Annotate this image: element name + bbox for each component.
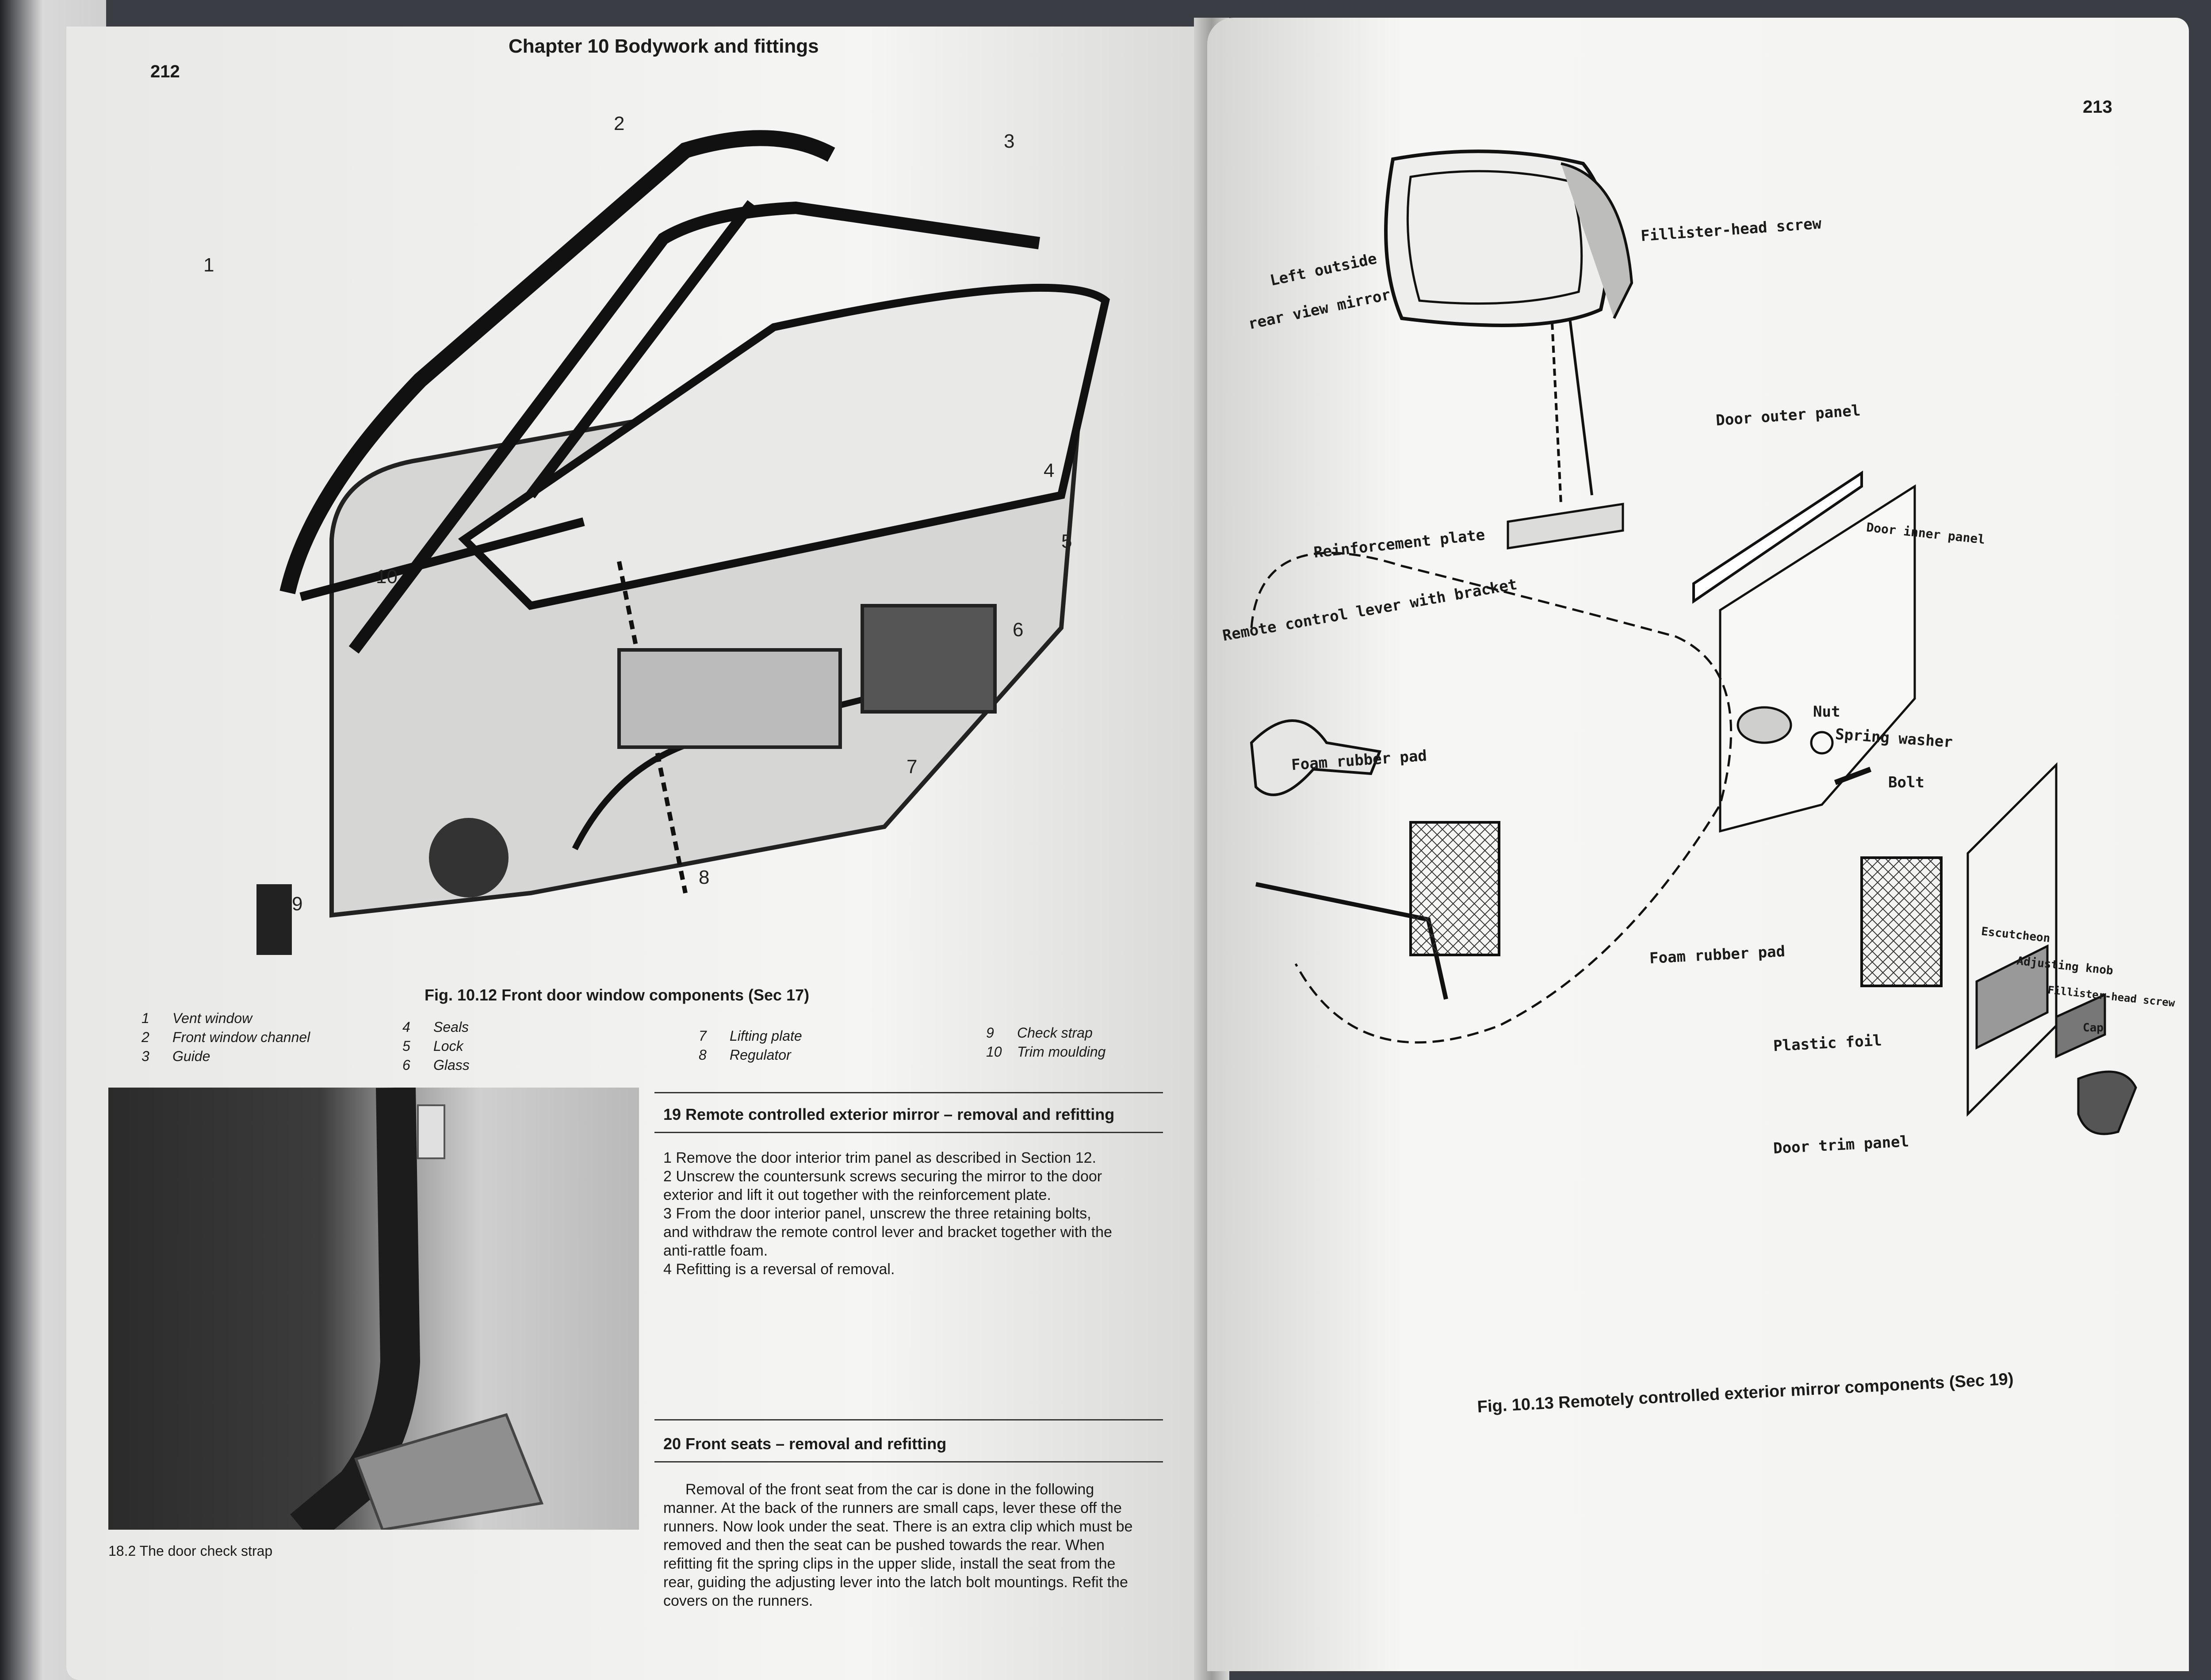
callout-4: 4 (1044, 460, 1055, 481)
exterior-mirror-exploded-diagram (1250, 149, 2137, 1135)
section-19-line: exterior and lift it out together with t… (663, 1187, 1051, 1203)
chapter-header: Chapter 10 Bodywork and fittings (509, 35, 819, 57)
door-check-strap-photo (108, 1087, 639, 1545)
callout-7: 7 (907, 756, 918, 778)
left-page: 212 Chapter 10 Bodywork and fittings 1 2… (66, 27, 1212, 1680)
callout-6: 6 (1013, 619, 1024, 641)
section-20-title: 20 Front seats – removal and refitting (663, 1435, 947, 1453)
callout-1: 1 (203, 254, 214, 276)
section-20-line: rear, guiding the adjusting lever into t… (663, 1574, 1128, 1591)
label-cap: Cap (2083, 1021, 2104, 1035)
section-20-line: covers on the runners. (663, 1592, 813, 1609)
section-rule (654, 1461, 1163, 1462)
page-number-left: 212 (150, 62, 180, 81)
section-rule (654, 1419, 1163, 1420)
photo-caption: 18.2 The door check strap (108, 1543, 273, 1559)
page-number-right: 213 (2083, 97, 2112, 117)
section-19-line: anti-rattle foam. (663, 1242, 768, 1259)
section-19-title: 19 Remote controlled exterior mirror – r… (663, 1105, 1115, 1123)
section-20-line: removed and then the seat can be pushed … (663, 1537, 1105, 1554)
photo-illustration (290, 1087, 544, 1545)
section-20-line: refitting fit the spring clips in the up… (663, 1555, 1116, 1572)
figure-caption-10-13: Fig. 10.13 Remotely controlled exterior … (1477, 1370, 2014, 1417)
callout-9: 9 (292, 893, 303, 915)
label-bolt: Bolt (1888, 774, 1924, 791)
section-19-line: 3 From the door interior panel, unscrew … (663, 1205, 1091, 1222)
section-19-line: and withdraw the remote control lever an… (663, 1224, 1112, 1241)
section-19-line: 1 Remove the door interior trim panel as… (663, 1149, 1096, 1166)
callout-3: 3 (1004, 130, 1015, 152)
section-rule (654, 1132, 1163, 1133)
callout-5: 5 (1061, 531, 1072, 552)
section-rule (654, 1092, 1163, 1093)
callout-8: 8 (699, 867, 710, 888)
callout-2: 2 (614, 113, 625, 134)
section-19-line: 2 Unscrew the countersunk screws securin… (663, 1168, 1102, 1185)
section-19-line: 4 Refitting is a reversal of removal. (663, 1261, 895, 1278)
callout-10: 10 (376, 566, 398, 588)
section-20-line: manner. At the back of the runners are s… (663, 1500, 1122, 1516)
section-20-line: runners. Now look under the seat. There … (663, 1518, 1133, 1535)
section-20-line: Removal of the front seat from the car i… (685, 1481, 1094, 1498)
label-nut: Nut (1813, 703, 1840, 721)
figure-caption-10-12: Fig. 10.12 Front door window components … (425, 986, 810, 1004)
front-door-window-diagram (256, 130, 1110, 955)
right-page: 213 (1207, 18, 2189, 1671)
